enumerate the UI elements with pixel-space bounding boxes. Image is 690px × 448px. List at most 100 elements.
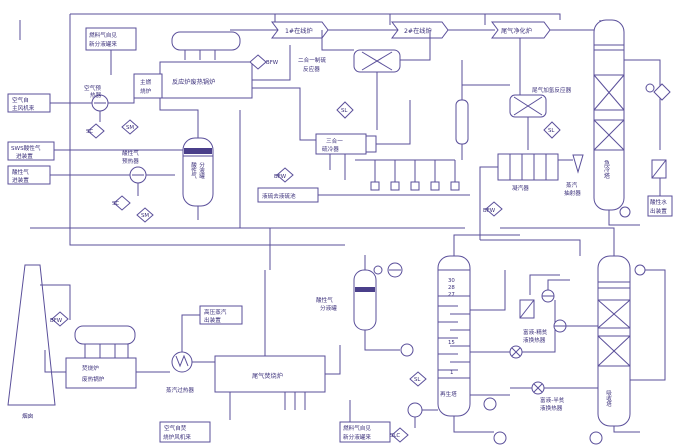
svg-text:SM: SM [126, 125, 134, 131]
tailgas-purification-furnace: 尾气净化炉 [491, 21, 551, 39]
svg-text:再生塔: 再生塔 [440, 390, 457, 398]
svg-text:SL: SL [341, 108, 347, 114]
svg-text:28: 28 [448, 285, 455, 291]
svg-text:热器: 热器 [90, 91, 102, 99]
sl-tag-2: SL [543, 121, 561, 139]
sulfur-pool: 液硫去液硫池 [257, 187, 319, 203]
sc-tag-1: SC [86, 123, 105, 139]
svg-text:空气自: 空气自 [12, 96, 29, 104]
incinerator-boiler: 焚烧炉 废热锅炉 [44, 325, 170, 389]
three-in-one-condenser: 三合一 硫冷器 [252, 87, 411, 180]
svg-text:出装置: 出装置 [204, 316, 221, 324]
svg-text:27: 27 [448, 292, 455, 298]
svg-text:燃料气自见: 燃料气自见 [343, 424, 371, 432]
air-from-blower: 空气自 主风机来 [7, 93, 92, 113]
inline-furnace-2: 2#在线炉 [391, 21, 449, 39]
rich-lean-exchanger: 富液-精贫 液换热器 [470, 300, 556, 359]
acid-gas-knockout-drum: 酸性气 分液罐 [159, 98, 214, 220]
svg-text:液硫去液硫池: 液硫去液硫池 [262, 192, 296, 200]
coalescer-vessel [455, 60, 469, 160]
svg-text:液换热器: 液换热器 [540, 404, 563, 412]
svg-text:进装置: 进装置 [16, 152, 33, 160]
acid-water-out: 酸性水 出装置 [647, 159, 673, 217]
sl-tag-3 [645, 83, 671, 101]
svg-text:抽射器: 抽射器 [564, 189, 581, 197]
svg-text:烟囱: 烟囱 [22, 412, 33, 420]
svg-text:SWS酸性气: SWS酸性气 [11, 144, 41, 152]
svg-text:出装置: 出装置 [650, 207, 667, 215]
svg-text:尾气焚烧炉: 尾气焚烧炉 [252, 372, 283, 380]
svg-text:酸性气: 酸性气 [316, 296, 333, 304]
svg-text:二合一制硫: 二合一制硫 [298, 56, 326, 64]
mid-equipment [519, 274, 600, 333]
svg-text:蒸汽过热器: 蒸汽过热器 [166, 386, 194, 394]
quench-pump [619, 206, 631, 218]
svg-text:主燃: 主燃 [140, 78, 152, 86]
absorber-pumps [589, 264, 666, 445]
sl-tag-4: SL [409, 371, 427, 387]
svg-text:废热锅炉: 废热锅炉 [82, 375, 105, 383]
hp-steam-out: 高压蒸汽 出装置 [199, 305, 243, 325]
svg-text:SC: SC [86, 129, 93, 135]
svg-text:尾气加氢反应器: 尾气加氢反应器 [532, 86, 572, 94]
svg-text:SC: SC [112, 201, 119, 207]
fuel-gas-source-2: 燃料气自见 新分液罐来 [339, 400, 391, 443]
svg-text:15: 15 [448, 340, 455, 346]
sws-acid-gas-in: SWS酸性气 进装置 [7, 141, 190, 161]
sm-tag-2: SM [136, 207, 154, 223]
absorber-tower: 吸收塔 [500, 227, 640, 433]
pump-1 [400, 343, 414, 357]
svg-text:反应器: 反应器 [303, 65, 320, 73]
svg-text:焚烧炉: 焚烧炉 [82, 364, 99, 372]
tailgas-incinerator: 尾气焚烧炉 [214, 270, 341, 420]
svg-text:SL: SL [548, 128, 554, 134]
svg-text:酸性水: 酸性水 [650, 198, 667, 206]
bfw-tag-4: BFW [50, 311, 69, 327]
bfw-tag-2: BFW [274, 167, 294, 183]
svg-text:富液-半贫: 富液-半贫 [540, 396, 565, 404]
steam-superheater: 蒸汽过热器 [166, 314, 215, 394]
svg-text:新分液罐来: 新分液罐来 [89, 40, 117, 48]
sm-tag-1: SM [121, 119, 139, 135]
svg-text:空气自焚: 空气自焚 [164, 424, 187, 432]
bfw-tag-3: BFW [483, 201, 503, 217]
acid-gas-in: 酸性气 进装置 [7, 165, 130, 185]
svg-text:富液-精贫: 富液-精贫 [523, 328, 548, 336]
svg-text:空气预: 空气预 [84, 84, 101, 92]
quench-tower: 急冷塔 [593, 19, 661, 226]
regenerator-tower: 30 28 27 15 1 再生塔 [437, 234, 520, 417]
air-from-incinerator-blower: 空气自焚 烧炉风机来 [159, 421, 211, 443]
svg-text:新分液罐来: 新分液罐来 [343, 433, 371, 441]
two-in-one-reactor: 二合一制硫 反应器 [298, 30, 431, 130]
svg-text:SM: SM [141, 213, 149, 219]
rich-semi-lean-exchanger: 富液-半贫 液换热器 [510, 381, 600, 412]
svg-text:蒸汽: 蒸汽 [566, 181, 578, 189]
svg-text:BFW: BFW [266, 60, 279, 66]
sl-tag-1: SL [336, 101, 354, 119]
svg-text:吸收塔: 吸收塔 [605, 390, 612, 408]
reactor-furnace: 反应炉废热锅炉 主燃 烧炉 [133, 31, 291, 99]
svg-text:BFW: BFW [483, 208, 496, 214]
svg-text:1#在线炉: 1#在线炉 [285, 27, 313, 35]
sc-tag-2: SC [112, 195, 131, 211]
svg-text:BFW: BFW [50, 318, 63, 324]
fuel-gas-source: 燃料气自见 新分液罐来 [85, 27, 137, 75]
svg-text:预热器: 预热器 [122, 157, 139, 165]
svg-text:SL: SL [414, 377, 420, 383]
svg-text:酸性气: 酸性气 [190, 161, 197, 179]
hydrogenation-reactor: 尾气加氢反应器 [462, 38, 572, 150]
slc-tag: SLC [390, 427, 409, 443]
svg-text:SLC: SLC [390, 433, 400, 439]
acid-gas-preheater: 酸性气 预热器 [122, 149, 175, 196]
inline-furnace-1: 1#在线炉 [271, 21, 329, 39]
bfw-tag: BFW [249, 54, 279, 70]
svg-text:酸性气: 酸性气 [122, 149, 139, 157]
svg-text:分液罐: 分液罐 [198, 161, 205, 180]
svg-text:烧炉风机来: 烧炉风机来 [163, 433, 191, 441]
svg-text:燃料气自见: 燃料气自见 [89, 31, 117, 39]
acid-gas-drum-2: 酸性气 分液罐 [316, 255, 400, 351]
svg-text:三合一: 三合一 [326, 137, 343, 145]
pump-2 [453, 397, 507, 445]
svg-text:主风机来: 主风机来 [12, 104, 35, 112]
